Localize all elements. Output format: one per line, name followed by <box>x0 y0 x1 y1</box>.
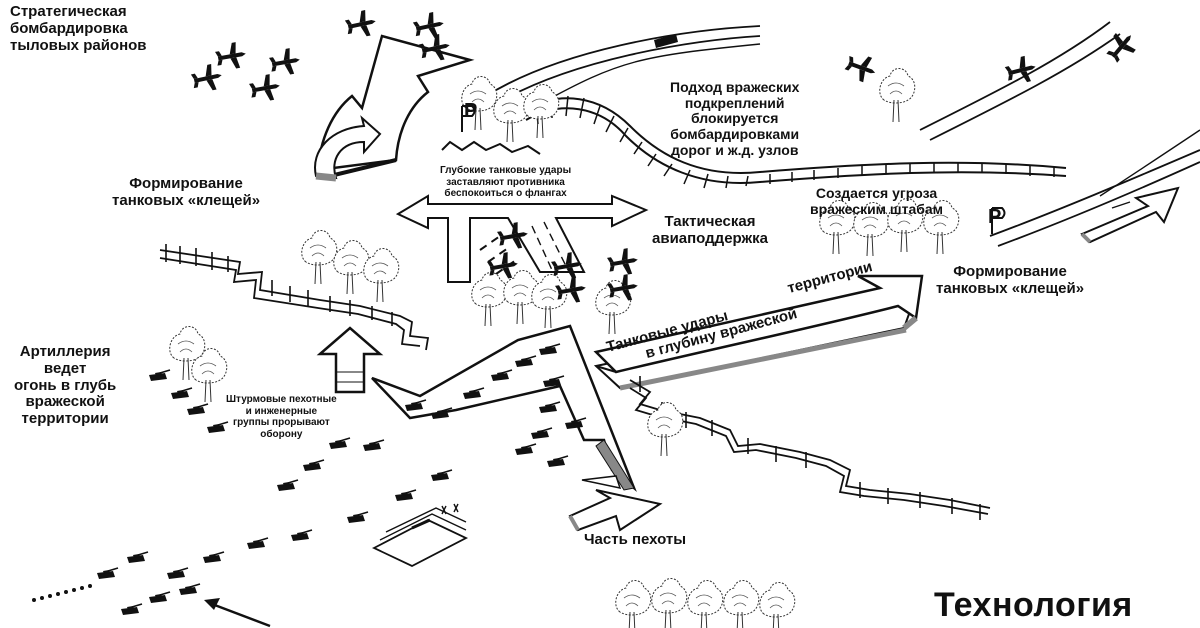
main-advance-arrow-icon <box>371 324 637 493</box>
label-line: блокируется <box>691 110 779 127</box>
label-line: беспокоиться о флангах <box>444 188 567 199</box>
road-icon <box>479 21 1200 275</box>
label-line: Стратегическая <box>10 3 127 20</box>
label-line: тыловых районов <box>10 36 147 54</box>
label-tactical-air: Тактическая авиаподдержка <box>652 213 768 248</box>
label-line: дорог и ж.д. узлов <box>670 141 799 158</box>
label-line: авиаподдержка <box>652 229 768 247</box>
label-deep-strikes-flanks: Глубокие танковые удары заставляют проти… <box>440 165 571 200</box>
documents-icon <box>371 503 469 568</box>
label-assault-groups: Штурмовые пехотные и инженерные группы п… <box>226 394 337 440</box>
label-line: Тактическая <box>664 213 756 230</box>
tree-group-left <box>169 326 228 403</box>
label-threat-hq: Создается угроза вражеским штабам <box>810 185 944 217</box>
infantry-arrow-icon <box>568 475 663 532</box>
label-line: Штурмовые пехотные <box>226 394 337 405</box>
label-line: ведет <box>43 359 87 377</box>
label-line: подкреплений <box>684 94 785 111</box>
bunker-icon <box>441 140 541 155</box>
label-line: танковых «клещей» <box>936 279 1085 297</box>
label-line: Подход вражеских <box>670 79 800 95</box>
label-line: танковых «клещей» <box>112 191 261 209</box>
label-line: оборону <box>260 428 303 440</box>
label-line: бомбардировка <box>10 19 128 37</box>
page-title: Технология <box>934 586 1133 624</box>
label-infantry-part: Часть пехоты <box>584 531 687 548</box>
assault-up-arrow-icon <box>316 326 384 394</box>
pincer-right-arrow-icon <box>1080 186 1180 244</box>
label-line: вражеским штабам <box>810 200 944 217</box>
railway-icon <box>525 95 1067 189</box>
reserve-arrow-icon <box>204 598 271 628</box>
label-line: Создается угроза <box>815 185 938 201</box>
label-line: территории <box>21 410 109 428</box>
label-line: Артиллерия <box>19 343 111 360</box>
label-line: вражеской <box>25 393 105 411</box>
label-line: заставляют противника <box>446 176 565 188</box>
pincer-left-arrow-icon <box>314 115 382 182</box>
label-strategic-bombing: Стратегическая бомбардировка тыловых рай… <box>10 3 147 54</box>
label-artillery: Артиллерия ведет огонь в глубь вражеской… <box>14 343 117 428</box>
flank-arrow-icon <box>395 194 649 283</box>
trench-line-icon <box>159 244 991 520</box>
tank-strike-arrow-icon <box>593 274 924 391</box>
label-line: огонь в глубь <box>14 376 117 394</box>
hq-flag-letter-right: P <box>988 206 1002 228</box>
label-pincers-left: Формирование танковых «клещей» <box>112 175 261 210</box>
label-line: Формирование <box>953 263 1067 280</box>
hq-flag-letter-top: P <box>464 100 478 122</box>
label-line: бомбардировками <box>670 126 800 143</box>
label-pincers-right: Формирование танковых «клещей» <box>936 263 1085 298</box>
infantry-dots <box>32 584 92 602</box>
label-line: Глубокие танковые удары <box>440 165 572 176</box>
truck-icon <box>654 34 678 48</box>
label-enemy-reinforcements: Подход вражеских подкреплений блокируетс… <box>670 79 800 158</box>
label-line: и инженерные <box>245 405 318 417</box>
label-line: Формирование <box>129 175 243 192</box>
strategic-arrow-icon <box>315 34 475 180</box>
label-line: группы прорывают <box>232 417 330 428</box>
tree-group-bottom <box>615 578 796 628</box>
